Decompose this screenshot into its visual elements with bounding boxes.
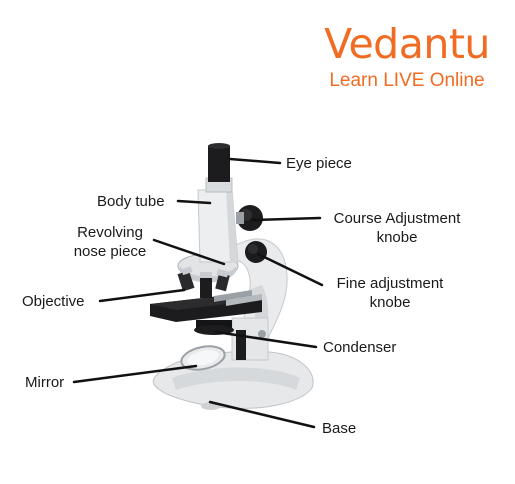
objective-lenses: [177, 266, 230, 298]
leader-lines: [72, 157, 324, 429]
label-objective: Objective: [22, 293, 85, 310]
leader-revolving-nose-piece: [152, 238, 226, 266]
label-eye-piece: Eye piece: [286, 155, 352, 172]
label-base: Base: [322, 420, 357, 437]
label-body-tube: Body tube: [97, 193, 165, 210]
course-adjustment-knob: [236, 205, 263, 231]
leader-eye-piece: [228, 157, 282, 165]
leader-condenser: [214, 330, 318, 349]
brand-logo: Vedantu Learn LIVE Online: [312, 20, 502, 92]
label-fine-adjustment: Fine adjustment knobe: [326, 274, 454, 312]
leader-objective: [98, 288, 186, 303]
label-course-adjustment: Course Adjustment knobe: [322, 209, 472, 247]
label-fine-adjustment-line-2: knobe: [369, 294, 411, 311]
label-revolving-nose-piece: Revolving nose piece: [64, 223, 156, 261]
leader-course-adjustment: [250, 216, 322, 222]
leader-base: [208, 400, 316, 429]
eye-piece: [208, 143, 230, 182]
label-revolving-line-1: Revolving: [77, 224, 143, 241]
label-course-adjustment-line-2: knobe: [376, 229, 418, 246]
brand-name: Vedantu: [324, 20, 490, 68]
label-revolving-line-2: nose piece: [73, 243, 147, 260]
label-fine-adjustment-line-1: Fine adjustment: [336, 275, 444, 292]
label-mirror: Mirror: [25, 374, 65, 391]
label-course-adjustment-line-1: Course Adjustment: [333, 210, 461, 227]
mirror: [180, 345, 226, 371]
fine-adjustment-knob: [245, 241, 267, 263]
leader-mirror: [72, 364, 198, 384]
label-condenser: Condenser: [323, 339, 397, 356]
brand-tagline: Learn LIVE Online: [329, 70, 485, 91]
leader-fine-adjustment: [256, 252, 324, 287]
leader-body-tube: [176, 199, 212, 205]
